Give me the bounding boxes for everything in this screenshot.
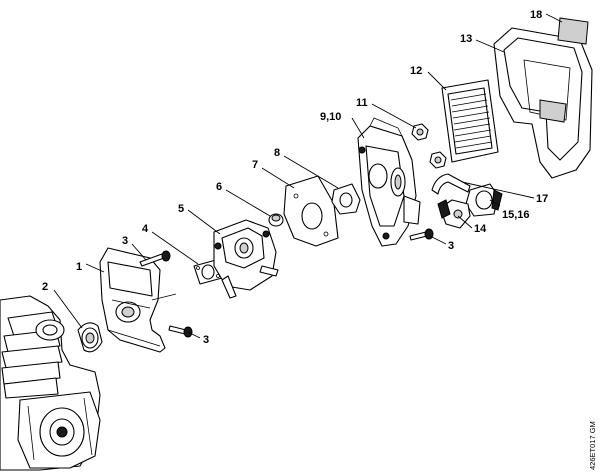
callout-12: 12 [410,65,422,77]
drawing-code: 426ET017 GM [588,421,597,470]
part-3-screw-c [409,228,434,241]
callout-9-10: 9,10 [320,111,341,123]
part-2-spacer [77,322,103,353]
part-6-cap [268,213,284,227]
callout-13: 13 [460,33,472,45]
part-15-16-valve [465,183,503,217]
callout-8: 8 [274,147,280,159]
part-1-carburetor-box [99,247,177,353]
callout-6: 6 [216,181,222,193]
callout-1: 1 [76,261,82,273]
callout-3c: 3 [448,240,454,252]
callout-17: 17 [536,193,548,205]
callout-18: 18 [530,9,542,21]
callout-7: 7 [252,159,258,171]
callout-4: 4 [142,223,149,235]
callout-3b: 3 [203,334,209,346]
part-8-gasket [331,183,361,215]
part-13-filter-cover [493,27,593,179]
callout-5: 5 [178,203,184,215]
engine-crankcase [0,295,101,471]
part-5-carburetor [213,219,279,299]
part-7-gasket [283,175,339,247]
part-17-hose [431,173,471,195]
part-14-choke-lever [437,199,471,229]
callout-2: 2 [42,281,48,293]
callout-15-16: 15,16 [502,209,530,221]
part-9-10-filter-base [357,117,421,247]
callout-11: 11 [356,97,368,109]
part-18-label [557,17,589,45]
part-11-nut-a [411,123,429,141]
leader-lines [53,13,563,339]
callout-14: 14 [474,223,487,235]
part-11-nut-b [429,151,447,169]
part-12-filter-element [441,79,499,163]
part-3-screw-a [139,250,171,267]
callout-3a: 3 [122,235,128,247]
part-3-screw-b [168,325,193,338]
